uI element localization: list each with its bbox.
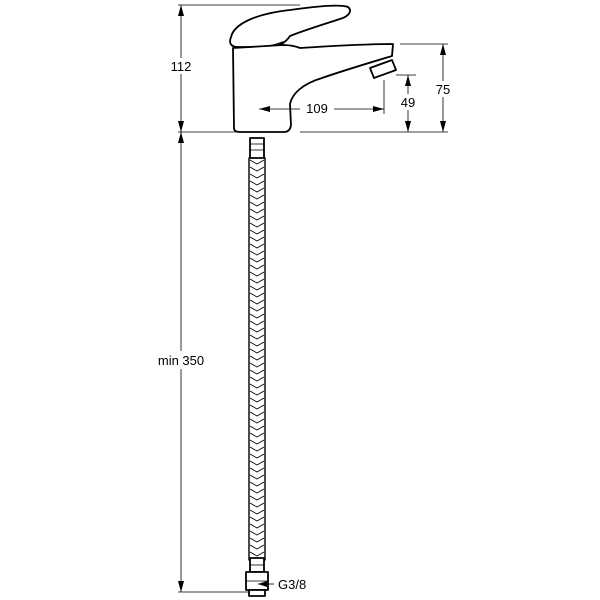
dim-label-g3-8: G3/8 xyxy=(278,577,306,592)
arrow-head xyxy=(440,44,446,55)
arrow-head xyxy=(440,121,446,132)
arrow-head xyxy=(405,121,411,132)
dim-label-112: 112 xyxy=(171,59,192,74)
hose-top-connector xyxy=(249,137,265,159)
arrow-head xyxy=(259,106,270,112)
arrow-head xyxy=(178,121,184,132)
dim-total-height: 75 xyxy=(300,43,456,133)
faucet-body xyxy=(229,4,397,133)
dim-label-49: 49 xyxy=(401,95,415,110)
arrow-head xyxy=(373,106,384,112)
lever-handle xyxy=(229,4,351,48)
aerator xyxy=(369,59,397,79)
dim-label-75: 75 xyxy=(436,82,450,97)
flexible-hose xyxy=(245,137,269,597)
hose-braid xyxy=(249,159,265,557)
arrow-head xyxy=(178,132,184,143)
braid-pattern xyxy=(249,159,265,557)
arrow-head xyxy=(405,75,411,86)
dim-label-109: 109 xyxy=(306,101,328,116)
dim-hose-length: min 350 xyxy=(150,132,250,593)
dim-spout-reach: 109 xyxy=(259,80,385,117)
dim-body-height: 112 xyxy=(165,4,300,133)
main-body xyxy=(232,43,394,133)
arrow-head xyxy=(258,581,267,587)
arrow-head xyxy=(178,581,184,592)
arrow-head xyxy=(178,5,184,16)
dim-spout-height: 49 xyxy=(396,74,420,132)
aerator-line xyxy=(375,60,390,67)
dim-connection-thread: G3/8 xyxy=(258,577,306,592)
hose-thread-end xyxy=(248,589,266,597)
dim-label-min-350: min 350 xyxy=(158,353,204,368)
